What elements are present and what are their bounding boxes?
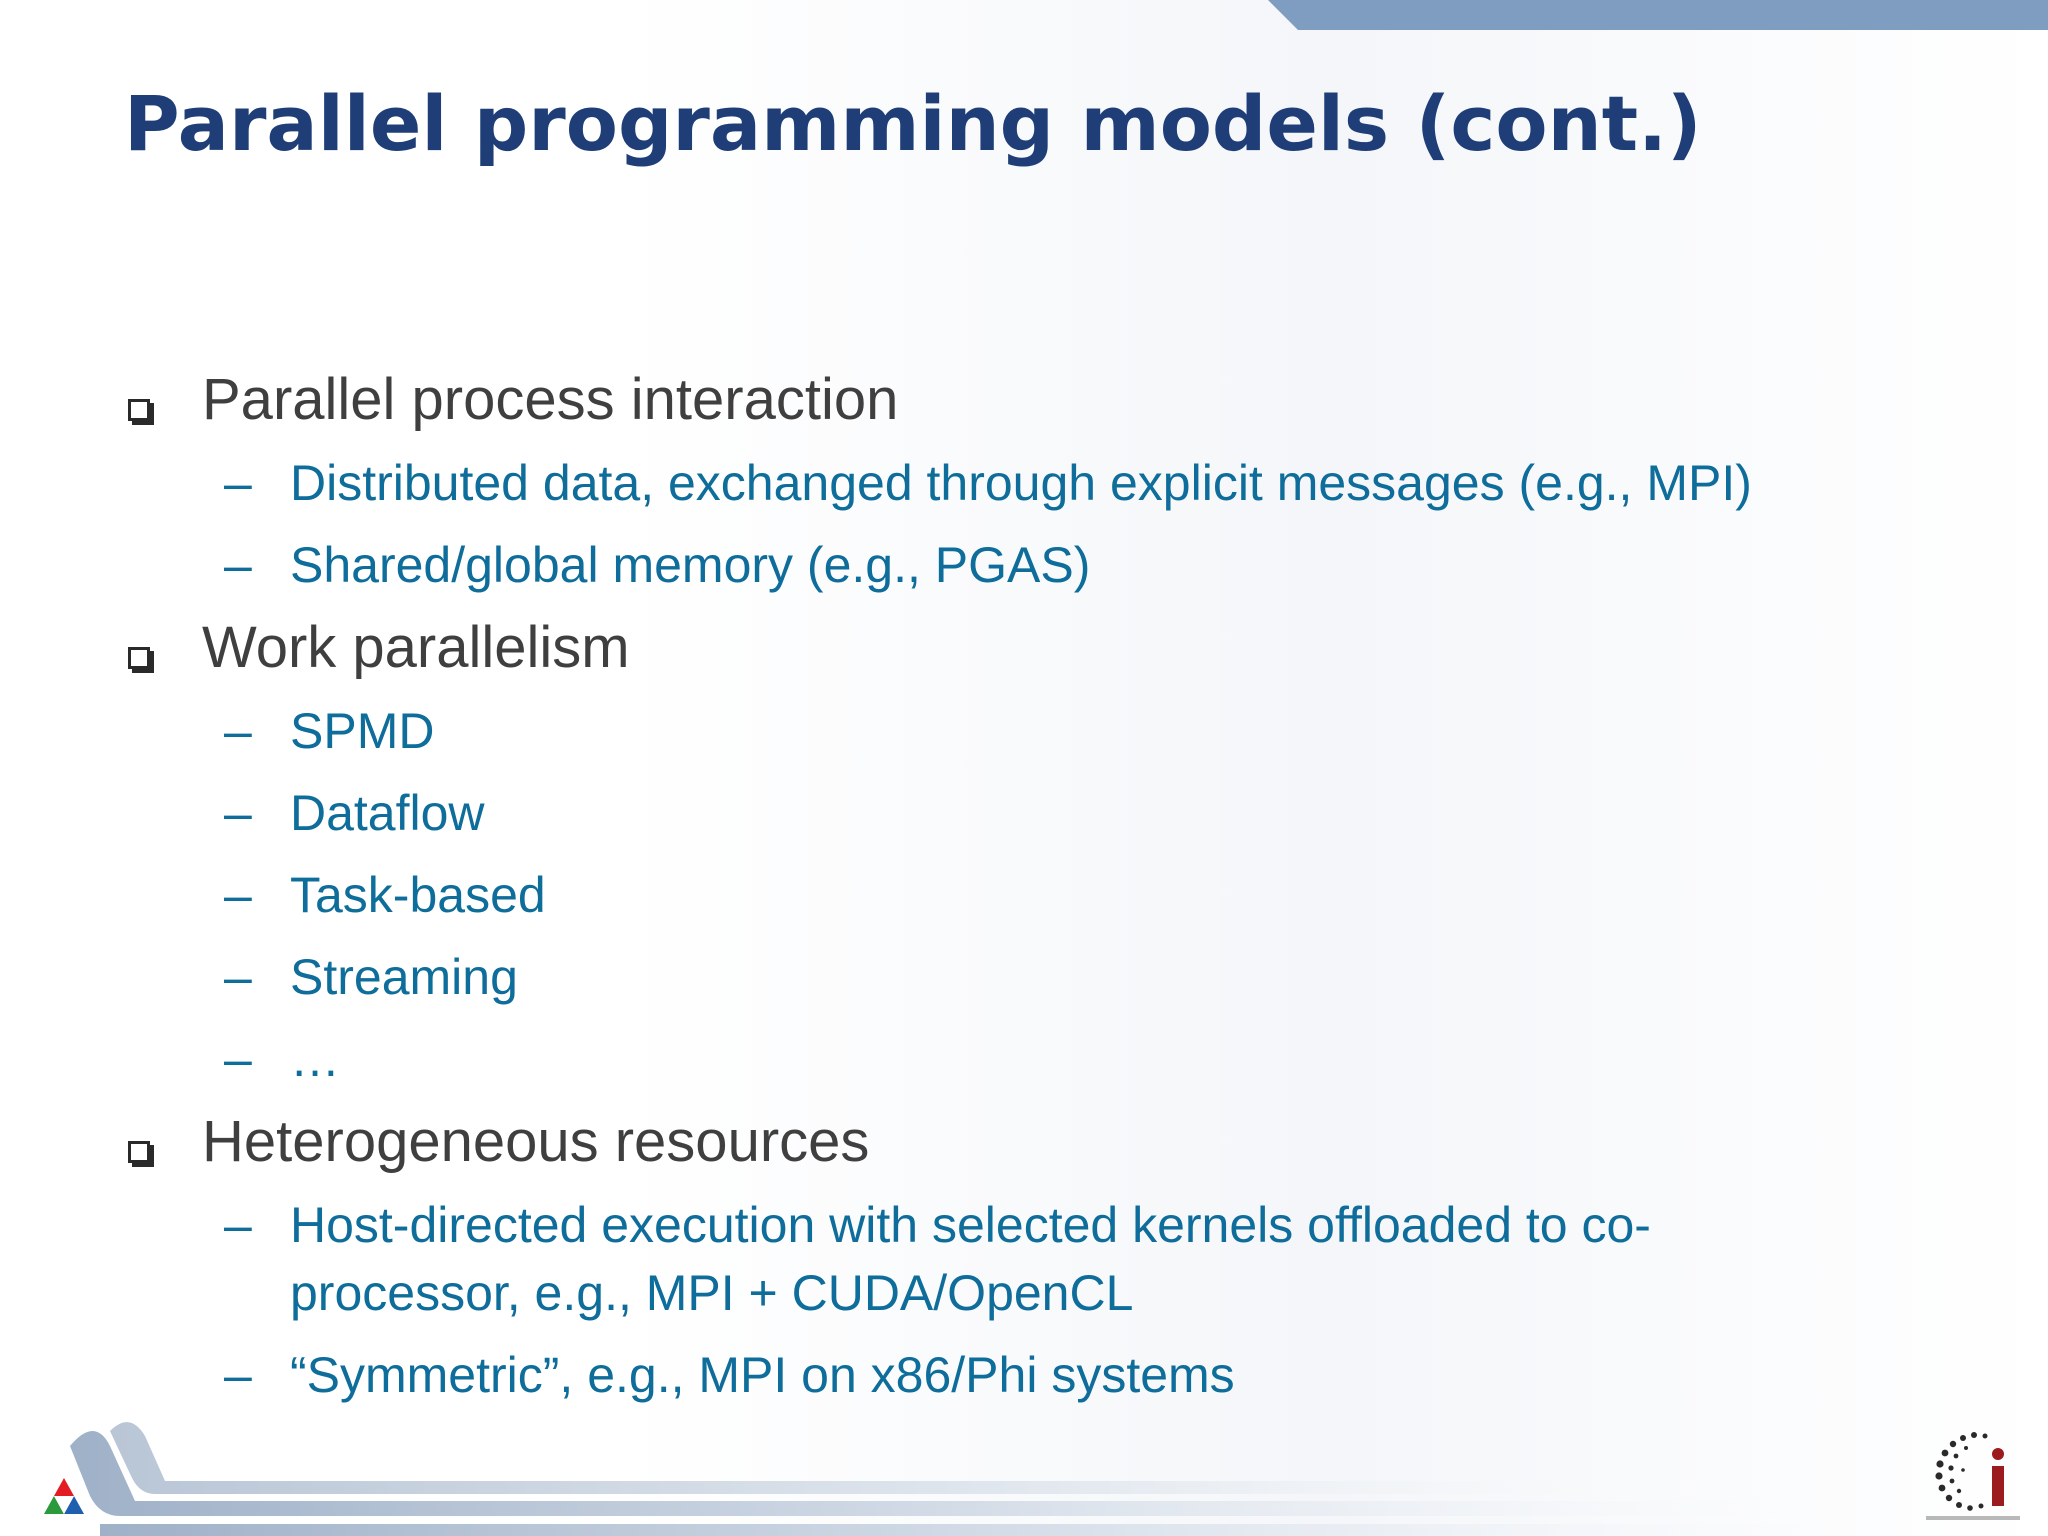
- dash-bullet: –: [224, 1347, 252, 1403]
- bullet-heading-text: Heterogeneous resources: [202, 1109, 870, 1174]
- dash-bullet: –: [224, 1031, 252, 1087]
- sub-bullet-text: …: [290, 1031, 340, 1087]
- sub-bullet-text: Task-based: [290, 867, 546, 923]
- sub-bullet-item: – Host-directed execution with selected …: [124, 1191, 1830, 1327]
- dash-bullet: –: [224, 703, 252, 759]
- bullet-heading-heterogeneous-resources: Heterogeneous resources: [124, 1107, 2004, 1177]
- slide-title: Parallel programming models (cont.): [124, 79, 1702, 168]
- sub-bullet-item: – Streaming: [124, 943, 2004, 1011]
- dash-bullet: –: [224, 1197, 252, 1253]
- sub-bullet-text: “Symmetric”, e.g., MPI on x86/Phi system…: [290, 1347, 1235, 1403]
- sub-bullet-item: – Shared/global memory (e.g., PGAS): [124, 531, 2004, 599]
- dash-bullet: –: [224, 867, 252, 923]
- sub-bullet-list: – Host-directed execution with selected …: [124, 1191, 2004, 1409]
- sub-bullet-text: Distributed data, exchanged through expl…: [290, 455, 1752, 511]
- bullet-heading-text: Work parallelism: [202, 615, 630, 680]
- checkbox-bullet-icon: [128, 399, 150, 421]
- sub-bullet-item: – “Symmetric”, e.g., MPI on x86/Phi syst…: [124, 1341, 2004, 1409]
- computation-institute-logo-icon: [1926, 1432, 2020, 1520]
- top-accent-band: [1268, 0, 2048, 30]
- sub-bullet-text: Host-directed execution with selected ke…: [290, 1197, 1651, 1321]
- sub-bullet-text: Shared/global memory (e.g., PGAS): [290, 537, 1091, 593]
- sub-bullet-item: – …: [124, 1025, 2004, 1093]
- sub-bullet-item: – Distributed data, exchanged through ex…: [124, 449, 2004, 517]
- sub-bullet-item: – Dataflow: [124, 779, 2004, 847]
- sub-bullet-text: SPMD: [290, 703, 435, 759]
- sub-bullet-item: – Task-based: [124, 861, 2004, 929]
- sub-bullet-text: Dataflow: [290, 785, 485, 841]
- dash-bullet: –: [224, 537, 252, 593]
- bottom-swoosh-decoration: [70, 1422, 1950, 1536]
- bullet-heading-text: Parallel process interaction: [202, 367, 899, 432]
- sub-bullet-list: – Distributed data, exchanged through ex…: [124, 449, 2004, 599]
- sub-bullet-item: – SPMD: [124, 697, 2004, 765]
- bullet-heading-work-parallelism: Work parallelism: [124, 613, 2004, 683]
- sub-bullet-text: Streaming: [290, 949, 518, 1005]
- argonne-triangle-logo-icon: [44, 1478, 84, 1514]
- slide-content: Parallel process interaction – Distribut…: [124, 365, 2004, 1423]
- checkbox-bullet-icon: [128, 1141, 150, 1163]
- bullet-heading-process-interaction: Parallel process interaction: [124, 365, 2004, 435]
- checkbox-bullet-icon: [128, 647, 150, 669]
- dash-bullet: –: [224, 785, 252, 841]
- sub-bullet-list: – SPMD – Dataflow – Task-based – Streami…: [124, 697, 2004, 1093]
- dash-bullet: –: [224, 949, 252, 1005]
- dash-bullet: –: [224, 455, 252, 511]
